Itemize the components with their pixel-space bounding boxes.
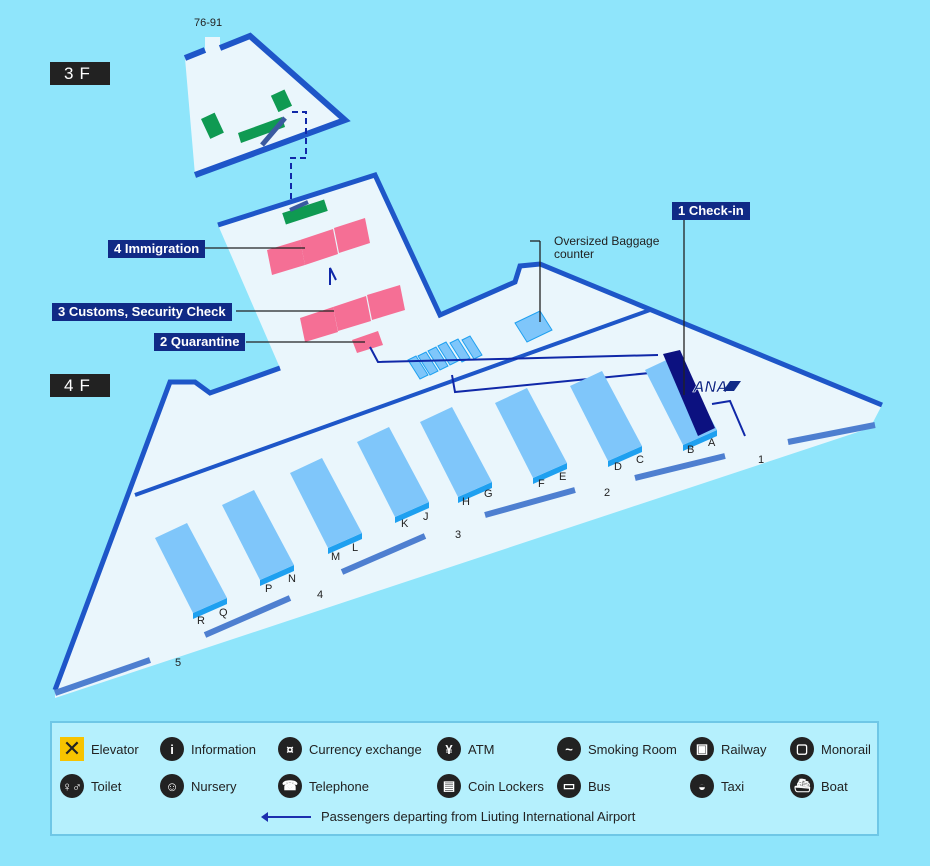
coin-lockers-icon: ▤	[437, 774, 461, 798]
legend-item: ☎ Telephone	[278, 774, 369, 798]
counter-letter: J	[423, 511, 429, 523]
checkin-counter-island	[495, 388, 567, 484]
counter-letter: P	[265, 583, 272, 595]
legend-label: Boat	[821, 778, 848, 794]
legend-item: ☺ Nursery	[160, 774, 237, 798]
legend-label: Taxi	[721, 778, 745, 794]
customs-label: 3 Customs, Security Check	[52, 303, 232, 321]
legend-item: ¥ ATM	[437, 737, 494, 761]
smoking-room-icon: ~	[557, 737, 581, 761]
counter-letter: C	[636, 454, 644, 466]
legend-label: ATM	[468, 741, 495, 757]
oversized-line2: counter	[554, 247, 595, 261]
legend-item: ♀♂ Toilet	[60, 774, 121, 798]
checkin-counter-island	[155, 523, 227, 619]
counter-letter: D	[614, 461, 622, 473]
counter-letter: E	[559, 471, 566, 483]
toilet-icon: ♀♂	[60, 774, 84, 798]
counter-letter: B	[687, 444, 694, 456]
telephone-icon: ☎	[278, 774, 302, 798]
legend-item: ▣ Railway	[690, 737, 767, 761]
monorail-icon: ▢	[790, 737, 814, 761]
counter-letter: N	[288, 573, 296, 585]
atm-icon: ¥	[437, 737, 461, 761]
counter-letter: H	[462, 496, 470, 508]
legend-label: Telephone	[309, 778, 369, 794]
legend-label: Coin Lockers	[468, 778, 544, 794]
checkin-counter-island	[290, 458, 362, 554]
entrance-number: 3	[455, 529, 461, 541]
information-icon: i	[160, 737, 184, 761]
legend-label: Elevator	[91, 741, 139, 757]
immigration-label: 4 Immigration	[108, 240, 206, 258]
oversized-line1: Oversized Baggage	[554, 234, 660, 248]
entrance-number: 1	[758, 454, 764, 466]
legend-label: Nursery	[191, 778, 237, 794]
oversized-baggage-label: Oversized Baggage counter	[554, 235, 659, 261]
checkin-counter-island	[420, 407, 492, 503]
legend-item: ▤ Coin Lockers	[437, 774, 544, 798]
legend-item: ◒ Taxi	[690, 774, 744, 798]
counter-letter: F	[538, 478, 545, 490]
counter-letter: R	[197, 615, 205, 627]
route-arrow-icon	[261, 811, 311, 822]
checkin-label: 1 Check-in	[672, 202, 750, 220]
entrance-number: 2	[604, 487, 610, 499]
counter-letter: K	[401, 518, 409, 530]
ana-logo: ANA	[692, 379, 728, 396]
entrance-number: 5	[175, 657, 181, 669]
legend-item: ✕ Elevator	[60, 736, 139, 761]
gate-range-label: 76-91	[194, 17, 223, 29]
entrance-number: 4	[317, 589, 323, 601]
checkin-counter-island	[357, 427, 429, 523]
counter-letter: L	[352, 542, 358, 554]
legend-label: Currency exchange	[309, 741, 422, 757]
legend-item: ⛴ Boat	[790, 774, 848, 798]
legend-label: Railway	[721, 741, 767, 757]
legend: ✕ Elevator i Information ¤ Currency exchange ¥…	[50, 721, 879, 836]
floor-3f-plan	[183, 32, 351, 202]
currency-exchange-icon: ¤	[278, 737, 302, 761]
legend-item: ▭ Bus	[557, 774, 610, 798]
checkin-counter-island	[222, 490, 294, 586]
floor-label-3f: 3F	[50, 62, 110, 85]
boat-icon: ⛴	[790, 774, 814, 798]
legend-label: Smoking Room	[588, 741, 677, 757]
bus-icon: ▭	[557, 774, 581, 798]
quarantine-label: 2 Quarantine	[154, 333, 246, 351]
counter-letter: M	[331, 551, 340, 563]
legend-label: Toilet	[91, 778, 122, 794]
legend-item: i Information	[160, 737, 256, 761]
railway-icon: ▣	[690, 737, 714, 761]
taxi-icon: ◒	[690, 774, 714, 798]
counter-letter: A	[708, 437, 716, 449]
legend-item: ~ Smoking Room	[557, 737, 677, 761]
counter-letter: Q	[219, 607, 228, 619]
legend-label: Monorail	[821, 741, 871, 757]
departing-route-label: Passengers departing from Liuting Intern…	[321, 809, 636, 824]
counter-letter: G	[484, 488, 493, 500]
elevator-icon: ✕	[60, 736, 84, 761]
floor-label-4f: 4F	[50, 374, 110, 397]
legend-label: Bus	[588, 778, 611, 794]
legend-label: Information	[191, 741, 257, 757]
nursery-icon: ☺	[160, 774, 184, 798]
legend-item: ¤ Currency exchange	[278, 737, 422, 761]
departing-route-legend: Passengers departing from Liuting Intern…	[261, 809, 636, 824]
legend-item: ▢ Monorail	[790, 737, 871, 761]
floor-4f-plan: ANA R Q P N ML K J H G F E D C B A 1 2 3 4 5	[52, 171, 883, 698]
checkin-counter-island	[570, 371, 642, 467]
